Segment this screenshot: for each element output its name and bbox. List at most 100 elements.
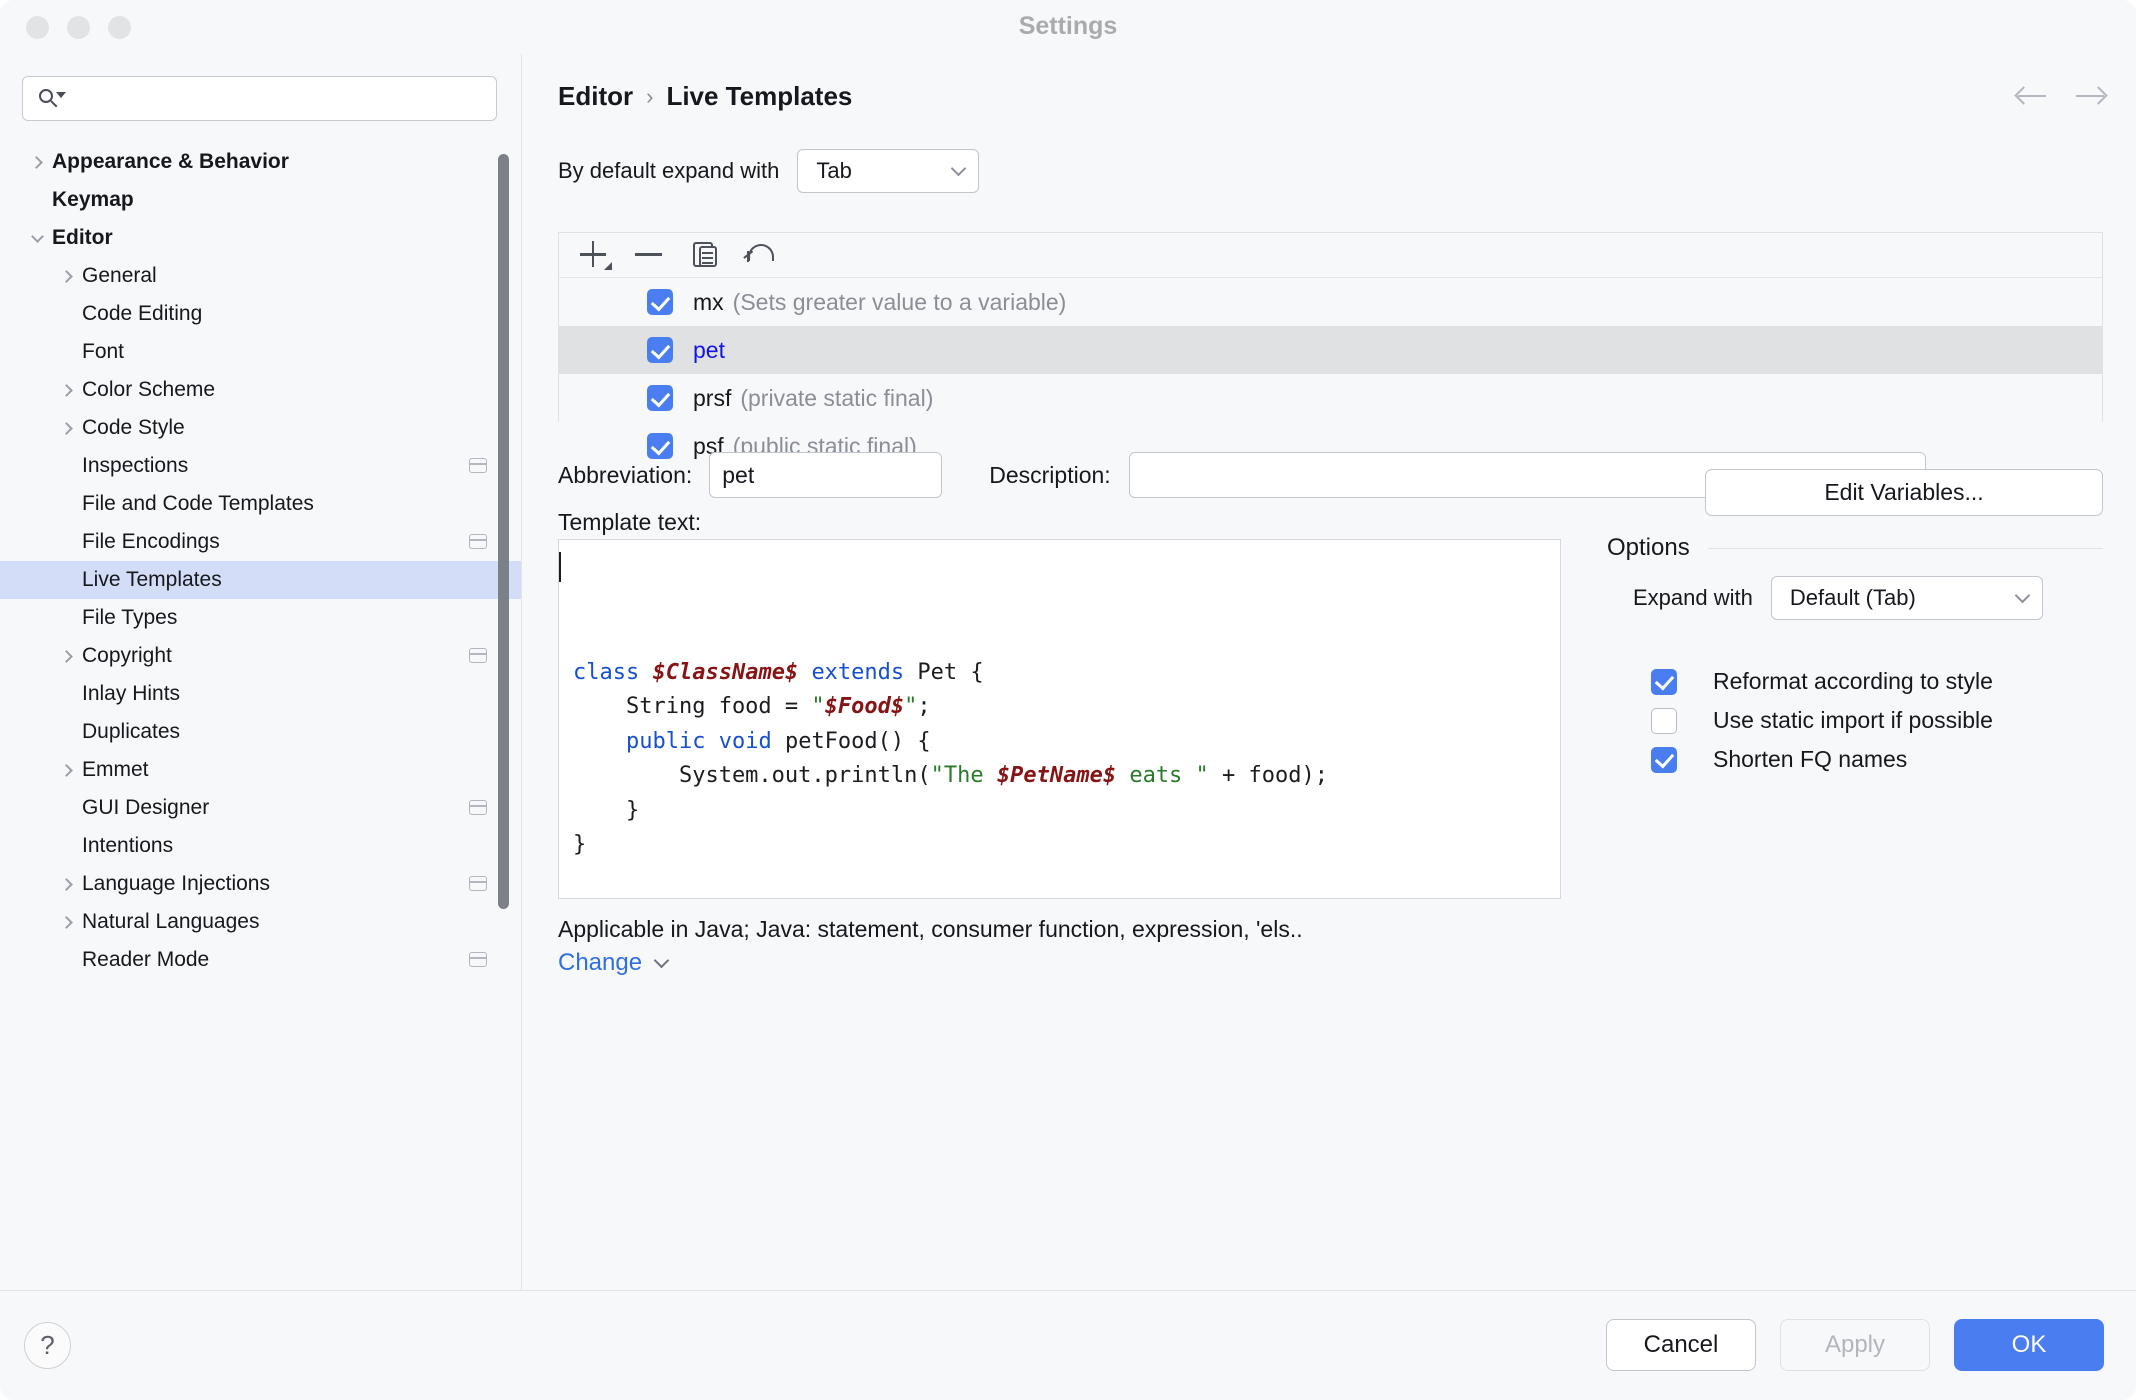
options-expand-select[interactable]: Default (Tab) — [1770, 576, 2043, 620]
sidebar-item-gui-designer[interactable]: GUI Designer — [0, 789, 521, 827]
minus-icon[interactable] — [631, 238, 669, 272]
sidebar-item-language-injections[interactable]: Language Injections — [0, 865, 521, 903]
question-mark-icon[interactable]: ? — [24, 1322, 71, 1369]
options-expand-row: Expand with Default (Tab) — [1633, 576, 2043, 620]
template-list-item[interactable]: pet — [559, 326, 2102, 374]
window-controls — [26, 16, 131, 39]
title-bar: Settings — [0, 0, 2136, 54]
twisty-toggle[interactable] — [56, 379, 78, 401]
default-expand-select[interactable]: Tab — [797, 149, 980, 193]
option-checkbox[interactable] — [1651, 746, 1677, 773]
twisty-toggle[interactable] — [56, 759, 78, 781]
template-description: (private static final) — [740, 384, 934, 411]
chevron-right-icon — [59, 877, 73, 891]
zoom-button[interactable] — [108, 16, 131, 39]
cancel-button[interactable]: Cancel — [1606, 1319, 1756, 1371]
arrow-left-icon[interactable] — [2014, 84, 2048, 108]
arrow-right-icon[interactable] — [2074, 84, 2108, 108]
footer-buttons: Cancel Apply OK — [1606, 1319, 2104, 1371]
sidebar-scrollbar[interactable] — [498, 154, 509, 909]
edit-variables-button[interactable]: Edit Variables... — [1705, 469, 2103, 516]
twisty-toggle[interactable] — [56, 911, 78, 933]
code-line: public void petFood() { — [573, 725, 1560, 760]
sidebar-item-reader-mode[interactable]: Reader Mode — [0, 941, 521, 979]
code-token: extends — [811, 659, 905, 685]
sidebar-item-keymap[interactable]: Keymap — [0, 181, 521, 219]
template-enabled-checkbox[interactable] — [647, 433, 673, 459]
sidebar-item-inlay-hints[interactable]: Inlay Hints — [0, 675, 521, 713]
twisty-toggle[interactable] — [26, 151, 48, 173]
sidebar-item-inspections[interactable]: Inspections — [0, 447, 521, 485]
sidebar-item-appearance-behavior[interactable]: Appearance & Behavior — [0, 143, 521, 181]
twisty-toggle[interactable] — [56, 645, 78, 667]
template-enabled-checkbox[interactable] — [647, 337, 673, 363]
templates-toolbar — [559, 233, 2102, 278]
template-text-editor[interactable]: class $ClassName$ extends Pet { String f… — [558, 539, 1561, 899]
sidebar-item-font[interactable]: Font — [0, 333, 521, 371]
sidebar-item-code-style[interactable]: Code Style — [0, 409, 521, 447]
ok-button[interactable]: OK — [1954, 1319, 2104, 1371]
sidebar-item-live-templates[interactable]: Live Templates — [0, 561, 521, 599]
twisty-toggle[interactable] — [56, 873, 78, 895]
twisty-toggle[interactable] — [56, 265, 78, 287]
apply-button[interactable]: Apply — [1780, 1319, 1930, 1371]
twisty-toggle[interactable] — [26, 227, 48, 249]
option-checkbox[interactable] — [1651, 668, 1677, 695]
sidebar-item-natural-languages[interactable]: Natural Languages — [0, 903, 521, 941]
template-enabled-checkbox[interactable] — [647, 289, 673, 315]
option-reformat-according-to-style[interactable]: Reformat according to style — [1651, 668, 1993, 695]
code-token: } — [573, 797, 640, 823]
option-shorten-fq-names[interactable]: Shorten FQ names — [1651, 746, 1907, 773]
breadcrumb-leaf: Live Templates — [666, 81, 853, 111]
option-use-static-import-if-possible[interactable]: Use static import if possible — [1651, 707, 1993, 734]
window-title: Settings — [1018, 12, 1118, 40]
sidebar-item-label: Appearance & Behavior — [52, 150, 289, 173]
code-token: $PetName$ — [996, 763, 1117, 788]
breadcrumb-root[interactable]: Editor — [558, 81, 634, 111]
template-list-item[interactable]: mx(Sets greater value to a variable) — [559, 278, 2102, 326]
chevron-right-icon — [29, 155, 43, 169]
sidebar-item-editor[interactable]: Editor — [0, 219, 521, 257]
template-list-item[interactable]: prsf (private static final) — [559, 374, 2102, 422]
sidebar-item-intentions[interactable]: Intentions — [0, 827, 521, 865]
dialog-footer: ? Cancel Apply OK — [0, 1290, 2136, 1400]
sidebar-item-duplicates[interactable]: Duplicates — [0, 713, 521, 751]
close-button[interactable] — [26, 16, 49, 39]
sidebar-item-label: Inspections — [82, 454, 189, 477]
option-checkbox[interactable] — [1651, 707, 1677, 734]
sidebar-item-file-and-code-templates[interactable]: File and Code Templates — [0, 485, 521, 523]
sidebar-item-emmet[interactable]: Emmet — [0, 751, 521, 789]
template-enabled-checkbox[interactable] — [647, 385, 673, 411]
sidebar-item-code-editing[interactable]: Code Editing — [0, 295, 521, 333]
sidebar-item-label: Font — [82, 340, 125, 363]
code-token: " — [811, 694, 825, 719]
sidebar-item-label: Copyright — [82, 644, 172, 667]
undo-icon[interactable] — [743, 238, 781, 272]
abbreviation-input[interactable] — [709, 452, 943, 498]
twisty-spacer — [56, 949, 78, 971]
copy-icon[interactable] — [687, 238, 725, 272]
twisty-toggle[interactable] — [56, 417, 78, 439]
sidebar-item-file-encodings[interactable]: File Encodings — [0, 523, 521, 561]
template-abbreviation: prsf — [693, 384, 732, 411]
sidebar-item-color-scheme[interactable]: Color Scheme — [0, 371, 521, 409]
change-context-link[interactable]: Change — [558, 949, 670, 977]
sidebar-item-file-types[interactable]: File Types — [0, 599, 521, 637]
search-box[interactable] — [22, 76, 497, 121]
sidebar-item-copyright[interactable]: Copyright — [0, 637, 521, 675]
default-expand-row: By default expand with Tab — [558, 149, 980, 193]
minimize-button[interactable] — [67, 16, 90, 39]
option-label: Reformat according to style — [1713, 668, 1993, 694]
twisty-spacer — [56, 303, 78, 325]
code-token: $ClassName$ — [652, 659, 799, 685]
twisty-spacer — [56, 493, 78, 515]
plus-icon[interactable] — [575, 238, 613, 272]
search-input[interactable] — [71, 87, 496, 110]
options-section-header: Options — [1607, 534, 2103, 562]
sidebar-item-label: General — [82, 264, 157, 287]
template-abbreviation: pet — [693, 336, 725, 363]
sidebar-item-general[interactable]: General — [0, 257, 521, 295]
